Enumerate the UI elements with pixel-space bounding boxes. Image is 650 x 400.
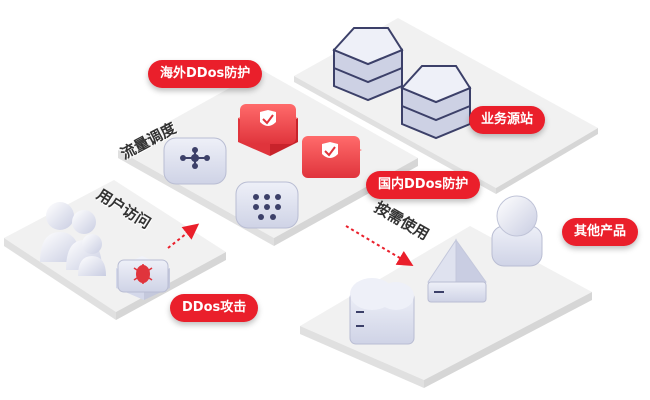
users-icon	[40, 202, 106, 276]
server-stack-icon	[332, 27, 404, 102]
on-demand-arrow	[345, 225, 414, 267]
other-products-label: 其他产品	[562, 218, 639, 246]
shield-check-icon	[238, 104, 298, 156]
bug-icon	[116, 256, 170, 300]
platform-products	[300, 226, 592, 388]
shield-check-icon	[302, 136, 362, 178]
network-node-icon	[163, 137, 227, 185]
sphere-icon	[491, 195, 543, 267]
cloud-storage-icon	[349, 278, 415, 345]
pyramid-icon	[427, 238, 487, 303]
domestic-ddos-label: 国内DDos防护	[366, 171, 481, 199]
dot-grid-icon	[235, 181, 299, 229]
overseas-ddos-label: 海外DDos防护	[148, 60, 263, 88]
ddos-attack-label: DDos攻击	[170, 294, 259, 322]
business-origin-label: 业务源站	[469, 106, 546, 134]
server-stack-icon	[400, 65, 472, 140]
